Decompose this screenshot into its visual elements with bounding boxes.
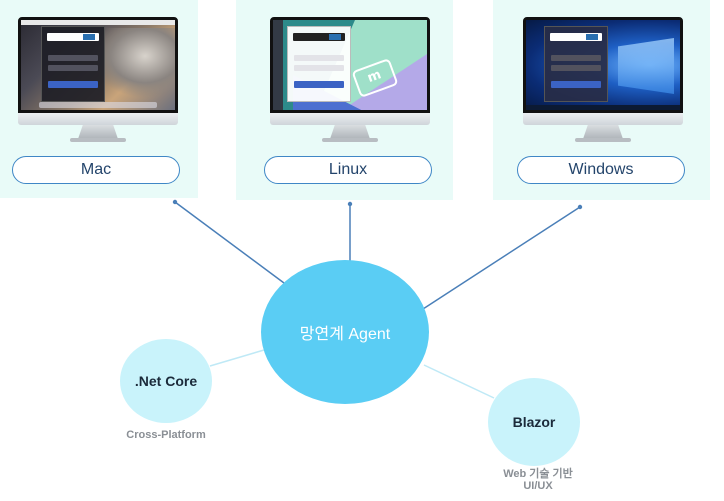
securegate-logo-icon [41, 26, 105, 102]
blazor-node-label: Blazor [512, 414, 556, 430]
connector-linux-dot [347, 201, 353, 207]
mac-label: Mac [12, 156, 180, 184]
netcore-caption: Cross-Platform [126, 429, 206, 441]
connector-mac [174, 201, 285, 284]
connector-windows [422, 206, 581, 310]
connector-windows-dot [577, 204, 583, 210]
connector-mac-dot [172, 199, 178, 205]
mac-monitor-icon [18, 17, 178, 143]
blazor-node: Blazor [488, 378, 580, 466]
agent-node: 망연계 Agent [261, 260, 429, 404]
securegate-logo-icon [544, 26, 608, 102]
linux-monitor-icon: m [270, 17, 430, 143]
blazor-caption-line1: Web 기술 기반 [503, 468, 573, 480]
blazor-caption-line2: UI/UX [523, 480, 553, 492]
linux-label: Linux [264, 156, 432, 184]
netcore-node-label: .Net Core [134, 373, 198, 389]
netcore-node: .Net Core [120, 339, 212, 423]
agent-node-label: 망연계 Agent [299, 326, 391, 343]
securegate-logo-icon [287, 26, 351, 102]
connector-blazor [423, 364, 495, 399]
windows-monitor-icon [523, 17, 683, 143]
windows-label: Windows [517, 156, 685, 184]
connector-netcore [209, 349, 265, 367]
